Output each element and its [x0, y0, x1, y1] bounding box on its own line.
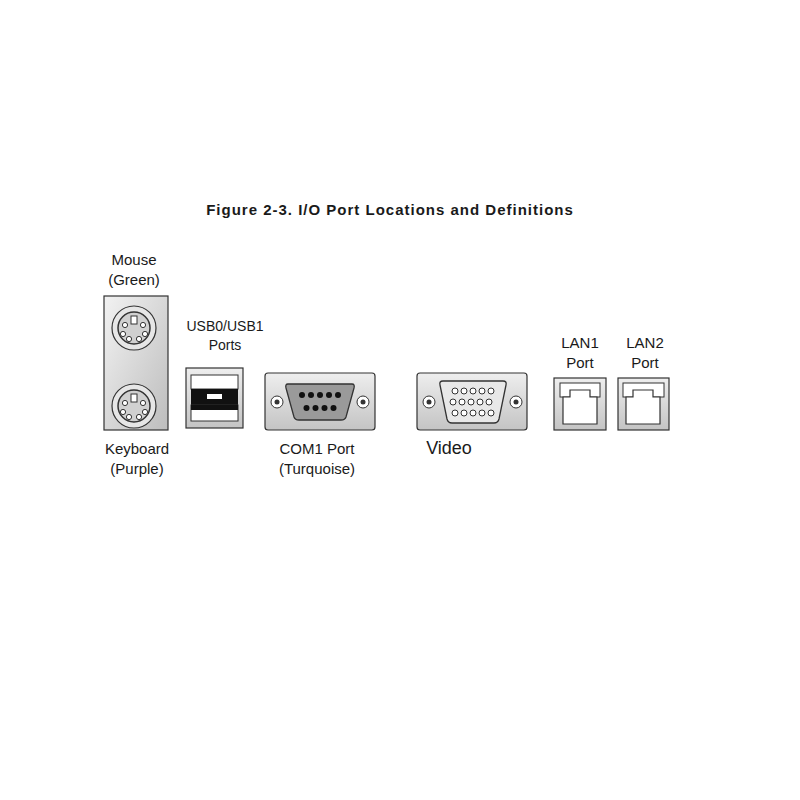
pin: [479, 410, 485, 416]
pin: [459, 399, 465, 405]
pin: [122, 322, 127, 327]
pin: [120, 331, 125, 336]
pin: [142, 409, 147, 414]
pin: [136, 336, 141, 341]
usb-ports: [186, 368, 243, 428]
pin: [470, 410, 476, 416]
pin: [486, 399, 492, 405]
pin: [488, 410, 494, 416]
pin: [479, 388, 485, 394]
pin: [468, 399, 474, 405]
pin: [450, 399, 456, 405]
pin: [126, 336, 131, 341]
pin: [122, 400, 127, 405]
pin: [308, 392, 314, 398]
com-port: [265, 373, 375, 430]
pin: [488, 388, 494, 394]
pin: [140, 400, 145, 405]
pin: [331, 405, 337, 411]
port-label: Video: [409, 437, 489, 460]
ps2-ports: [104, 296, 168, 430]
vga-port: [417, 373, 527, 430]
lan-ports: [554, 378, 669, 430]
pin: [477, 399, 483, 405]
pin: [461, 410, 467, 416]
pin: [452, 410, 458, 416]
pin: [126, 414, 131, 419]
pin: [452, 388, 458, 394]
port-label: LAN1 Port: [556, 333, 604, 373]
port-label: LAN2 Port: [621, 333, 669, 373]
port-label: Keyboard (Purple): [94, 439, 180, 479]
pin: [299, 392, 305, 398]
pin: [317, 392, 323, 398]
pin: [142, 331, 147, 336]
pin: [461, 388, 467, 394]
pin: [140, 322, 145, 327]
pin: [304, 405, 310, 411]
pin: [470, 388, 476, 394]
pin: [335, 392, 341, 398]
pin: [326, 392, 332, 398]
pin: [136, 414, 141, 419]
pin: [322, 405, 328, 411]
port-label: Mouse (Green): [103, 250, 165, 290]
figure-title: Figure 2-3. I/O Port Locations and Defin…: [206, 200, 574, 220]
pin: [120, 409, 125, 414]
pin: [313, 405, 319, 411]
port-label: COM1 Port (Turquoise): [267, 439, 367, 479]
port-label: USB0/USB1 Ports: [177, 317, 273, 355]
